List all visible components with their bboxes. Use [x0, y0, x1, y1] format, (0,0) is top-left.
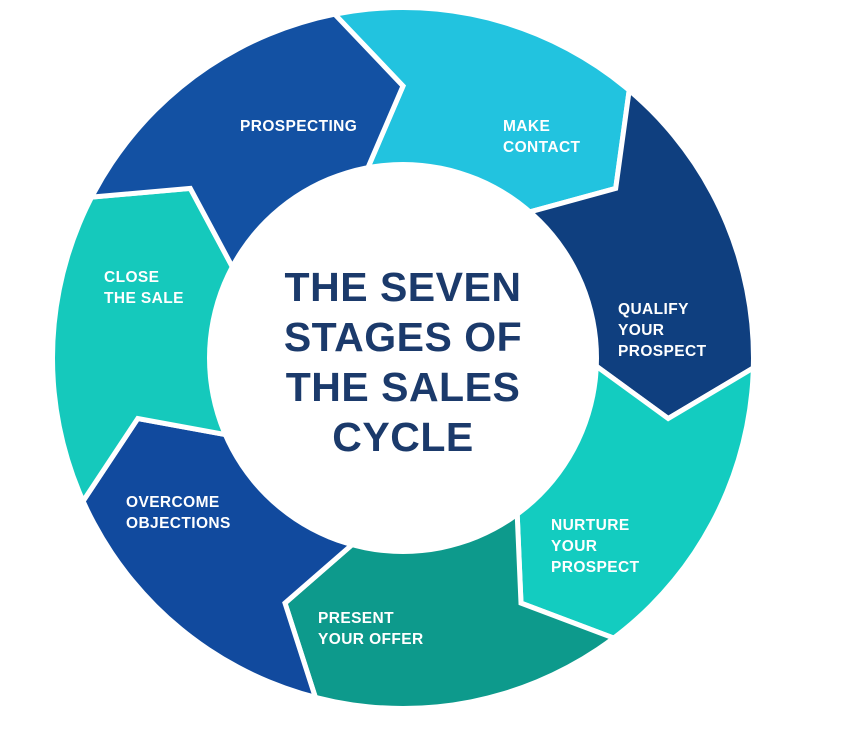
title-line-4: CYCLE — [332, 414, 474, 460]
stage-label-line: YOUR — [551, 538, 597, 555]
center-title: THE SEVEN STAGES OF THE SALES CYCLE — [258, 262, 548, 462]
label-group: PROSPECTING MAKE CONTACT QUALIFY YOUR PROSPEC… — [104, 118, 707, 648]
stage-label-3: QUALIFY YOUR PROSPECT — [618, 301, 707, 360]
stage-label-7: CLOSE THE SALE — [104, 269, 184, 307]
stage-label-line: PROSPECTING — [240, 118, 357, 135]
stage-label-1: PROSPECTING — [240, 118, 357, 135]
stage-label-line: OBJECTIONS — [126, 515, 231, 532]
title-line-2: STAGES OF — [283, 314, 523, 360]
stage-label-line: PROSPECT — [551, 559, 640, 576]
stage-label-line: MAKE — [503, 118, 550, 135]
stage-label-line: QUALIFY — [618, 301, 689, 318]
stage-label-4: NURTURE YOUR PROSPECT — [551, 517, 640, 576]
title-line-3: THE SALES — [285, 364, 521, 410]
stage-label-line: CLOSE — [104, 269, 159, 286]
center-disc — [207, 162, 599, 554]
stage-label-line: OVERCOME — [126, 494, 220, 511]
stage-label-2: MAKE CONTACT — [503, 118, 581, 156]
stage-label-line: YOUR OFFER — [318, 631, 424, 648]
stage-label-line: THE SALE — [104, 290, 184, 307]
stage-label-line: YOUR — [618, 322, 664, 339]
stage-label-line: PRESENT — [318, 610, 394, 627]
stage-label-line: CONTACT — [503, 139, 581, 156]
stage-label-line: NURTURE — [551, 517, 630, 534]
stage-label-5: PRESENT YOUR OFFER — [318, 610, 424, 648]
stage-label-6: OVERCOME OBJECTIONS — [126, 494, 231, 532]
title-line-1: THE SEVEN — [284, 264, 522, 310]
stage-label-line: PROSPECT — [618, 343, 707, 360]
